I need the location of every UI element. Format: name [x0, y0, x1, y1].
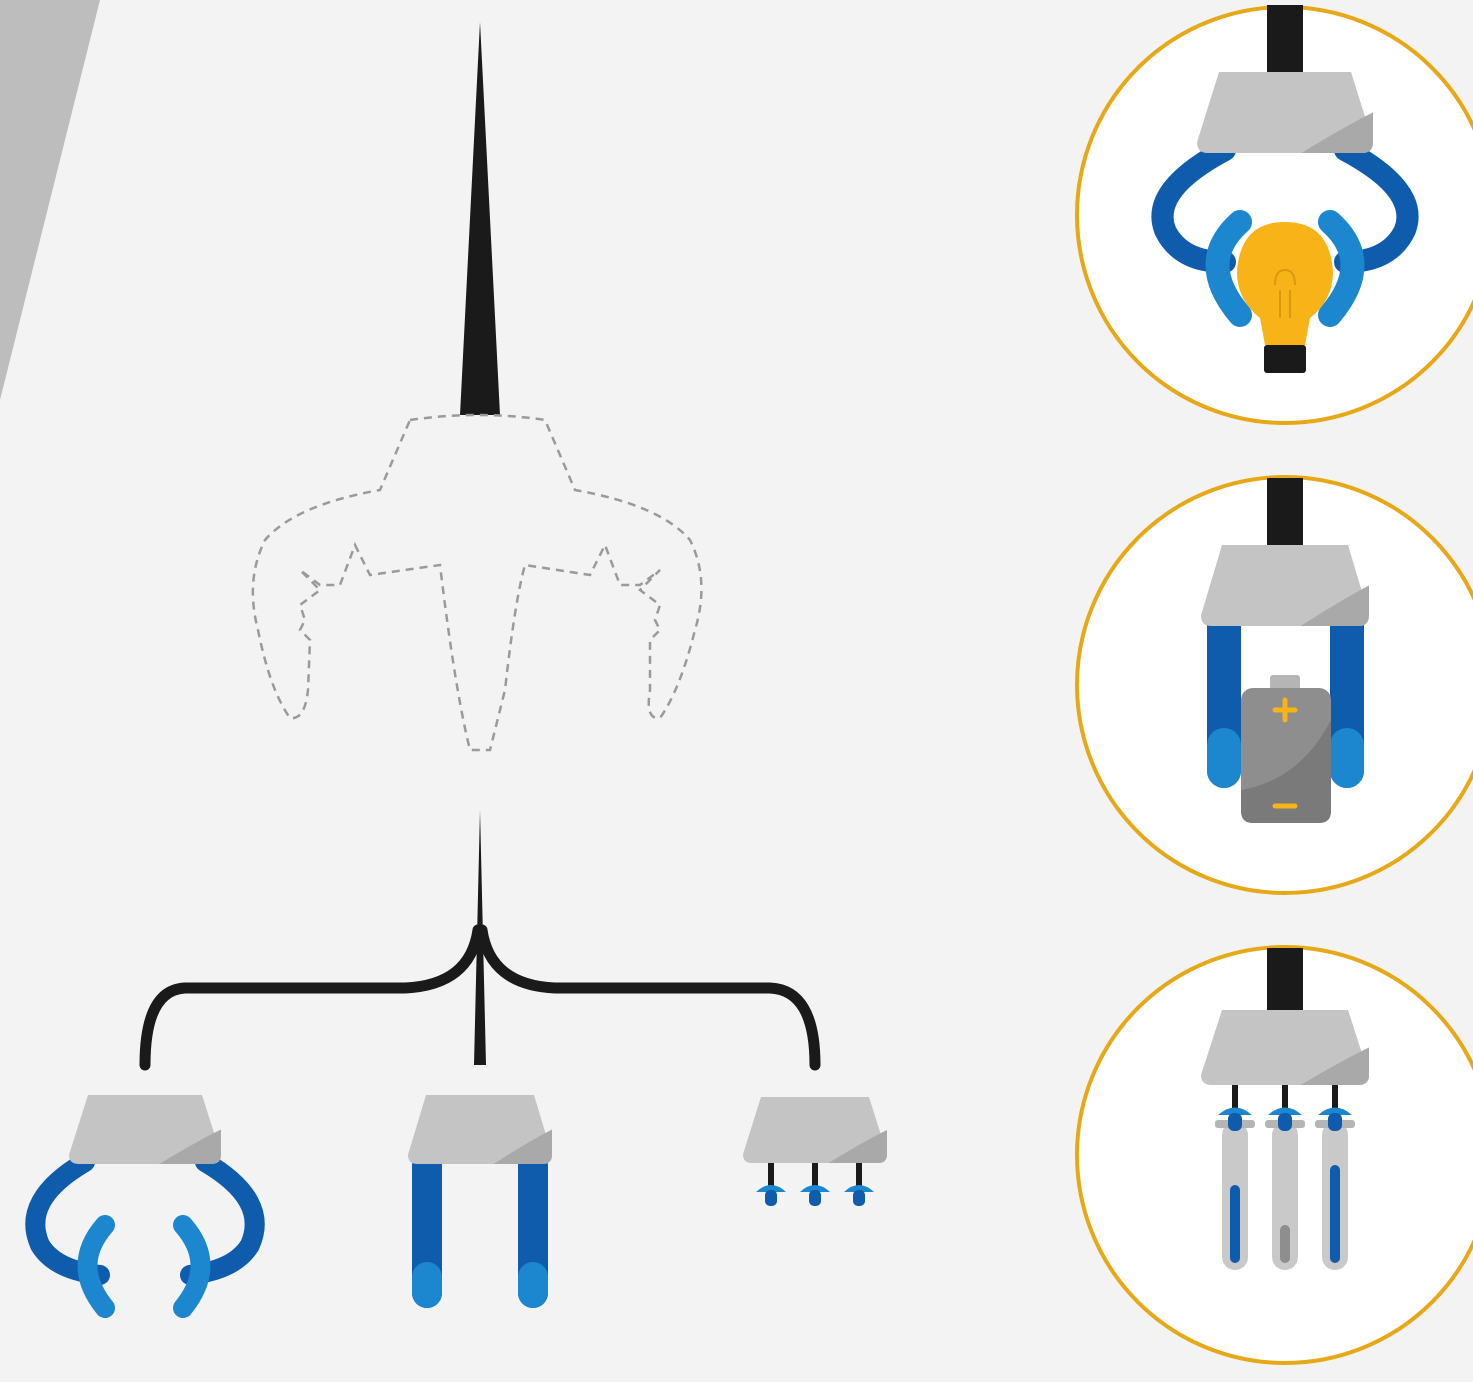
claw-gripper-icon: [35, 1095, 254, 1308]
suction-gripper-icon: [743, 1097, 887, 1206]
example-claw-holding-bulb: [1077, 5, 1473, 423]
main-stem-spike: [460, 22, 500, 415]
parallel-gripper-icon: [408, 1095, 552, 1308]
dashed-robot-hand-outline: [253, 415, 702, 750]
test-tubes-icon: [1215, 1120, 1355, 1270]
side-band: [0, 0, 100, 400]
battery-icon: [1241, 675, 1331, 823]
example-suction-holding-tubes: [1077, 947, 1473, 1363]
example-parallel-holding-battery: [1077, 477, 1473, 893]
branch-connector: [145, 810, 815, 1065]
